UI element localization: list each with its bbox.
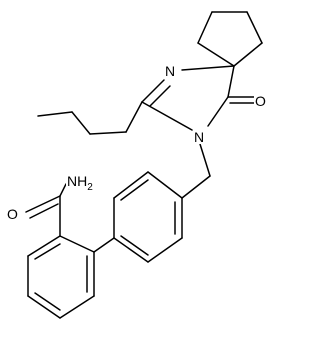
butyl-chain [37,101,143,135]
cyclopentane-ring [197,11,263,67]
imidazolinone-ring [141,65,255,131]
atom-label-oxygen-ring: O [255,93,266,109]
amide-group [25,183,67,237]
atom-label-nitrogen-amide: N [194,129,204,145]
phenyl-ring-upper [113,171,183,263]
methylene-linker [181,143,211,199]
atom-label-nitrogen-imine: N [165,63,175,79]
biaryl-bond [93,237,115,253]
atom-label-amine: NH2 [67,173,93,193]
atom-label-oxygen-amide: O [7,206,18,222]
chemical-structure-diagram: N N O O NH2 [6,11,268,319]
atom-labels: N N O O NH2 [6,62,268,222]
phenyl-ring-lower [27,235,95,319]
